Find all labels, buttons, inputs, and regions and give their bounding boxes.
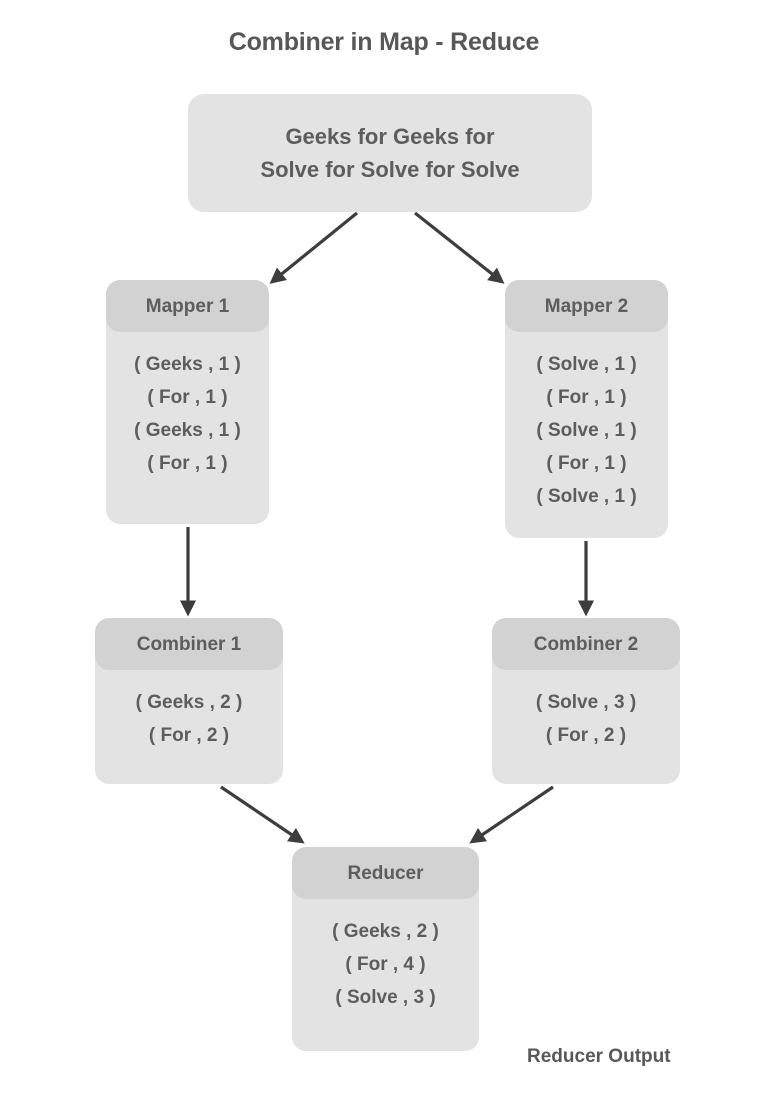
- combiner-2-line: ( Solve , 3 ): [535, 692, 637, 713]
- mapper-1-line: ( Geeks , 1 ): [134, 420, 241, 441]
- mapper-1-line: ( For , 1 ): [147, 387, 228, 408]
- reducer-box[interactable]: Reducer ( Geeks , 2 ) ( For , 4 ) ( Solv…: [292, 847, 479, 1051]
- combiner-2-line: ( For , 2 ): [545, 725, 627, 746]
- mapper-1-line: ( For , 1 ): [147, 453, 228, 474]
- input-line-1: Geeks for Geeks for: [285, 124, 495, 149]
- reducer-output-label: Reducer Output: [527, 1046, 671, 1067]
- mapper-1-header: Mapper 1: [106, 280, 269, 332]
- mapper-2-line: ( Solve , 1 ): [536, 486, 637, 507]
- arrow-input-to-mapper-2: [414, 211, 505, 284]
- combiner-2-body: ( Solve , 3 ) ( For , 2 ): [492, 670, 680, 752]
- mapper-2-box[interactable]: Mapper 2 ( Solve , 1 ) ( For , 1 ) ( Sol…: [505, 280, 668, 538]
- combiner-2-header: Combiner 2: [492, 618, 680, 670]
- combiner-1-header: Combiner 1: [95, 618, 283, 670]
- arrow-input-to-mapper-1: [269, 211, 359, 284]
- combiner-1-line: ( Geeks , 2 ): [135, 692, 243, 713]
- reducer-line: ( For , 4 ): [345, 954, 426, 975]
- arrow-combiner-2-to-reducer: [469, 785, 554, 844]
- combiner-2-box[interactable]: Combiner 2 ( Solve , 3 ) ( For , 2 ): [492, 618, 680, 784]
- mapper-2-line: ( For , 1 ): [546, 387, 627, 408]
- reducer-line: ( Geeks , 2 ): [332, 921, 439, 942]
- mapper-2-body: ( Solve , 1 ) ( For , 1 ) ( Solve , 1 ) …: [505, 332, 668, 513]
- combiner-1-line: ( For , 2 ): [148, 725, 230, 746]
- mapper-1-box[interactable]: Mapper 1 ( Geeks , 1 ) ( For , 1 ) ( Gee…: [106, 280, 269, 524]
- mapper-1-body: ( Geeks , 1 ) ( For , 1 ) ( Geeks , 1 ) …: [106, 332, 269, 480]
- mapper-2-line: ( Solve , 1 ): [536, 354, 637, 375]
- reducer-line: ( Solve , 3 ): [335, 987, 436, 1008]
- arrow-combiner-1-to-reducer: [220, 785, 305, 844]
- mapper-1-line: ( Geeks , 1 ): [134, 354, 241, 375]
- combiner-1-body: ( Geeks , 2 ) ( For , 2 ): [95, 670, 283, 752]
- input-data-text: Geeks for Geeks for Solve for Solve for …: [260, 120, 519, 186]
- mapper-2-line: ( For , 1 ): [546, 453, 627, 474]
- input-line-2: Solve for Solve for Solve: [260, 157, 520, 182]
- reducer-header: Reducer: [292, 847, 479, 899]
- combiner-1-box[interactable]: Combiner 1 ( Geeks , 2 ) ( For , 2 ): [95, 618, 283, 784]
- input-data-box[interactable]: Geeks for Geeks for Solve for Solve for …: [188, 94, 592, 212]
- page-title: Combiner in Map - Reduce: [228, 28, 540, 56]
- reducer-body: ( Geeks , 2 ) ( For , 4 ) ( Solve , 3 ): [292, 899, 479, 1014]
- mapper-2-line: ( Solve , 1 ): [536, 420, 637, 441]
- mapper-2-header: Mapper 2: [505, 280, 668, 332]
